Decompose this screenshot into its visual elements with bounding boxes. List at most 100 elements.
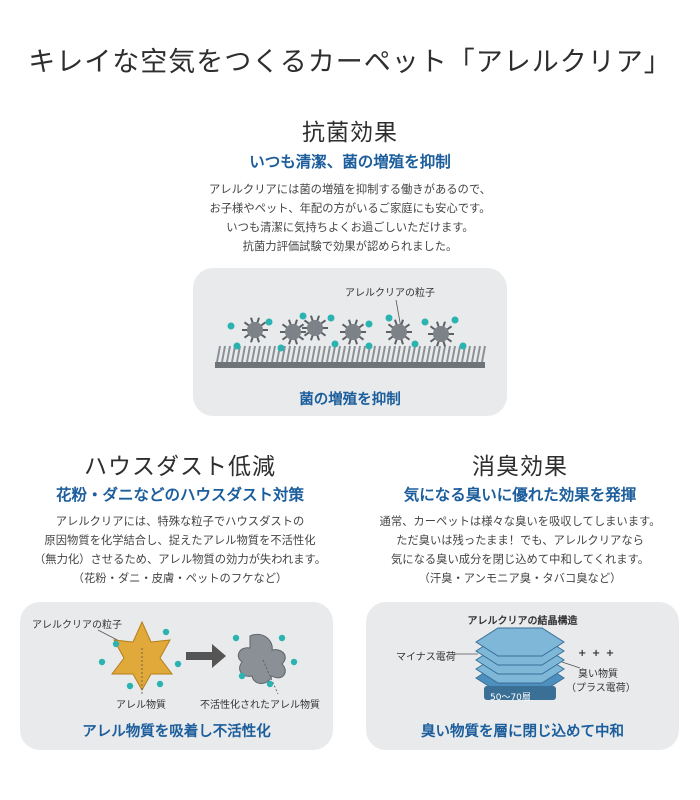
particle-dot bbox=[126, 682, 134, 690]
carpet-pile bbox=[476, 345, 481, 363]
carpet-pile bbox=[256, 345, 261, 363]
housedust-body: アレルクリアには、特殊な粒子でハウスダストの 原因物質を化学結合し、捉えたアレル… bbox=[33, 515, 327, 585]
particle-dot bbox=[162, 628, 170, 636]
carpet-pile bbox=[301, 345, 306, 363]
particle-dot bbox=[385, 314, 393, 322]
carpet-pile bbox=[266, 345, 271, 363]
particle-dot bbox=[277, 344, 285, 352]
carpet-pile bbox=[386, 345, 391, 363]
housedust-subtitle: 花粉・ダニなどのハウスダスト対策 bbox=[55, 486, 304, 504]
layer-count-label: 50〜70層 bbox=[490, 693, 531, 703]
crystal-layer bbox=[475, 627, 565, 657]
carpet-pile bbox=[231, 345, 236, 363]
antibacterial-subtitle: いつも清潔、菌の増殖を抑制 bbox=[249, 153, 451, 171]
carpet-pile bbox=[261, 345, 266, 363]
deodorant-subtitle: 気になる臭いに優れた効果を発揮 bbox=[403, 486, 637, 504]
carpet-pile bbox=[331, 345, 336, 363]
particle-dot bbox=[112, 640, 120, 648]
carpet-pile bbox=[236, 345, 241, 363]
housedust-diagram-panel: アレルクリアの粒子 アレル物質 不活性化されたアレル物質 アレル物質を吸着し不活… bbox=[20, 602, 333, 750]
carpet-pile bbox=[216, 345, 221, 363]
particle-label: アレルクリアの粒子 bbox=[345, 288, 435, 299]
carpet-pile bbox=[221, 345, 226, 363]
particle-dot bbox=[278, 634, 286, 642]
carpet-pile bbox=[481, 345, 486, 363]
carpet-pile bbox=[341, 345, 346, 363]
deodorant-diagram-panel: アレルクリアの結晶構造 マイナス電荷 + + + 臭い物質 （プラス電荷） 50… bbox=[366, 602, 679, 750]
particle-dot bbox=[290, 658, 298, 666]
carpet-pile bbox=[321, 345, 326, 363]
carpet-pile bbox=[371, 345, 376, 363]
antibacterial-body: アレルクリアには菌の増殖を抑制する働きがあるので、 お子様やペット、年配の方がい… bbox=[209, 183, 491, 253]
carpet-pile bbox=[281, 345, 286, 363]
page-title: キレイな空気をつくるカーペット「アレルクリア」 bbox=[28, 47, 672, 78]
particle-dot bbox=[411, 340, 419, 348]
arrow-icon bbox=[186, 652, 214, 660]
bacteria-icon bbox=[340, 319, 366, 345]
particle-dot bbox=[174, 660, 182, 668]
carpet-pile bbox=[286, 345, 291, 363]
particle-dot bbox=[459, 342, 467, 350]
particle-dot bbox=[331, 340, 339, 348]
carpet-pile bbox=[441, 345, 446, 363]
particle-dot bbox=[365, 342, 373, 350]
housedust-title: ハウスダスト低減 bbox=[84, 454, 276, 480]
carpet-pile bbox=[271, 345, 276, 363]
particle-dot bbox=[232, 634, 240, 642]
carpet-pile bbox=[396, 345, 401, 363]
particle-dot bbox=[451, 316, 459, 324]
housedust-caption: アレル物質を吸着し不活性化 bbox=[82, 724, 271, 740]
particle-dot bbox=[421, 318, 429, 326]
carpet-pile bbox=[456, 345, 461, 363]
particle-label: アレルクリアの粒子 bbox=[32, 620, 122, 631]
odor-substance-sub-label: （プラス電荷） bbox=[566, 683, 636, 694]
layer-count-badge bbox=[484, 686, 556, 700]
carpet-pile bbox=[356, 345, 361, 363]
particle-dot bbox=[238, 672, 246, 680]
minus-charge-label: マイナス電荷 bbox=[396, 652, 456, 663]
carpet-pile bbox=[316, 345, 321, 363]
carpet-pile bbox=[431, 345, 436, 363]
carpet-pile bbox=[391, 345, 396, 363]
particle-dot bbox=[327, 314, 335, 322]
carpet-pile bbox=[411, 345, 416, 363]
allergen-inactivation-illustration bbox=[97, 620, 298, 695]
carpet-pile bbox=[436, 345, 441, 363]
bacteria-icon bbox=[428, 321, 454, 347]
antibacterial-diagram-panel: アレルクリアの粒子 菌の増殖を抑制 bbox=[193, 268, 507, 416]
carpet-pile bbox=[446, 345, 451, 363]
carpet-pile bbox=[226, 345, 231, 363]
carpet-pile bbox=[381, 345, 386, 363]
carpet-pile bbox=[336, 345, 341, 363]
bacteria-icon bbox=[386, 319, 412, 345]
carpet-pile bbox=[311, 345, 316, 363]
particle-dot bbox=[265, 318, 273, 326]
particle-dot bbox=[266, 680, 274, 688]
deodorant-body: 通常、カーペットは様々な臭いを吸収してしまいます。 ただ臭いは残ったまま！でも、… bbox=[379, 515, 661, 585]
bacteria-icon bbox=[280, 319, 306, 345]
carpet-pile bbox=[246, 345, 251, 363]
bacteria-icon bbox=[242, 317, 268, 343]
odor-substance-label: 臭い物質 bbox=[578, 669, 618, 680]
carpet-pile bbox=[406, 345, 411, 363]
plus-charge-icon: + + + bbox=[578, 648, 616, 659]
carpet-pile bbox=[351, 345, 356, 363]
carpet-pile bbox=[346, 345, 351, 363]
antibacterial-title: 抗菌効果 bbox=[302, 120, 398, 146]
inactivated-allergen-icon bbox=[237, 634, 286, 684]
inactivated-allergen-label: 不活性化されたアレル物質 bbox=[200, 700, 320, 711]
deodorant-title: 消臭効果 bbox=[472, 454, 568, 480]
particle-dot bbox=[227, 322, 235, 330]
deodorant-caption: 臭い物質を層に閉じ込めて中和 bbox=[421, 724, 624, 740]
carpet-pile bbox=[291, 345, 296, 363]
carpet-pile bbox=[296, 345, 301, 363]
carpet-pile bbox=[471, 345, 476, 363]
particle-dot bbox=[98, 658, 106, 666]
carpet-pile bbox=[426, 345, 431, 363]
particle-dot bbox=[233, 342, 241, 350]
bacteria-icon bbox=[302, 315, 328, 341]
carpet-pile bbox=[306, 345, 311, 363]
carpet-pile bbox=[361, 345, 366, 363]
carpet-pile bbox=[451, 345, 456, 363]
particle-dot bbox=[299, 312, 307, 320]
